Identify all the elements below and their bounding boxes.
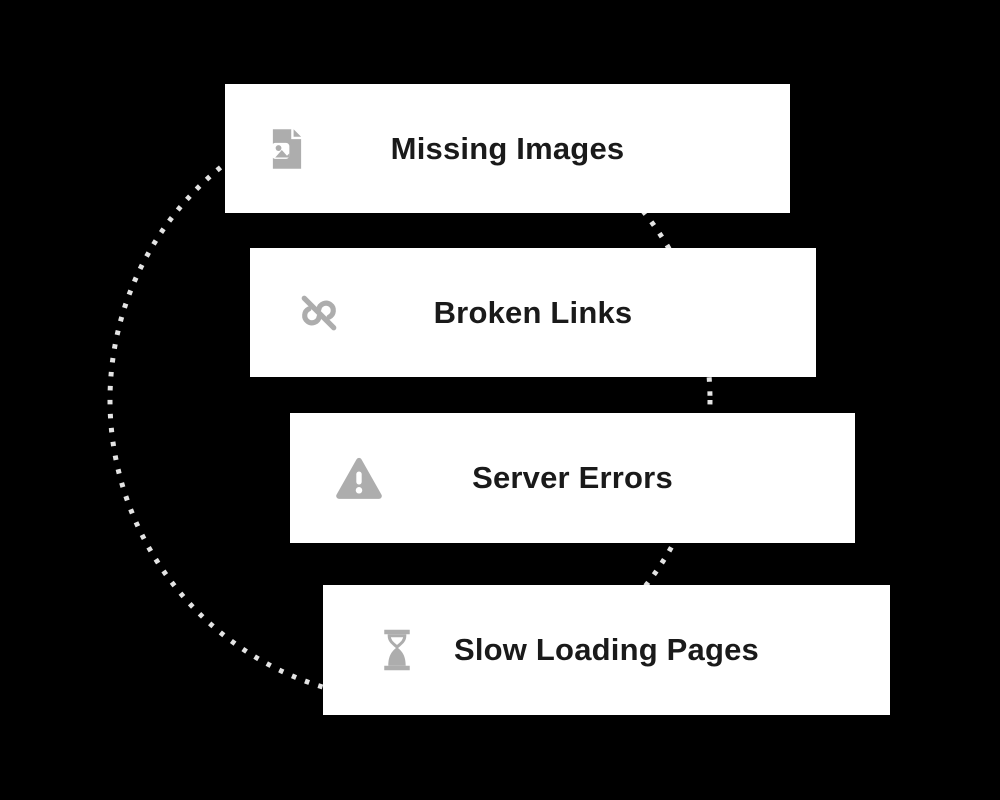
missing-image-icon [271, 127, 303, 171]
card-label: Server Errors [472, 460, 673, 495]
hourglass-icon [379, 627, 415, 673]
card-missing-images: Missing Images [225, 84, 790, 213]
card-label: Missing Images [390, 130, 625, 166]
card-server-errors: Server Errors [290, 413, 855, 543]
card-label: Broken Links [433, 294, 633, 330]
broken-link-icon [296, 290, 342, 336]
card-broken-links: Broken Links [250, 248, 816, 377]
warning-icon [336, 457, 382, 500]
card-slow-loading-pages: Slow Loading Pages [323, 585, 890, 715]
card-label: Slow Loading Pages [453, 632, 760, 667]
